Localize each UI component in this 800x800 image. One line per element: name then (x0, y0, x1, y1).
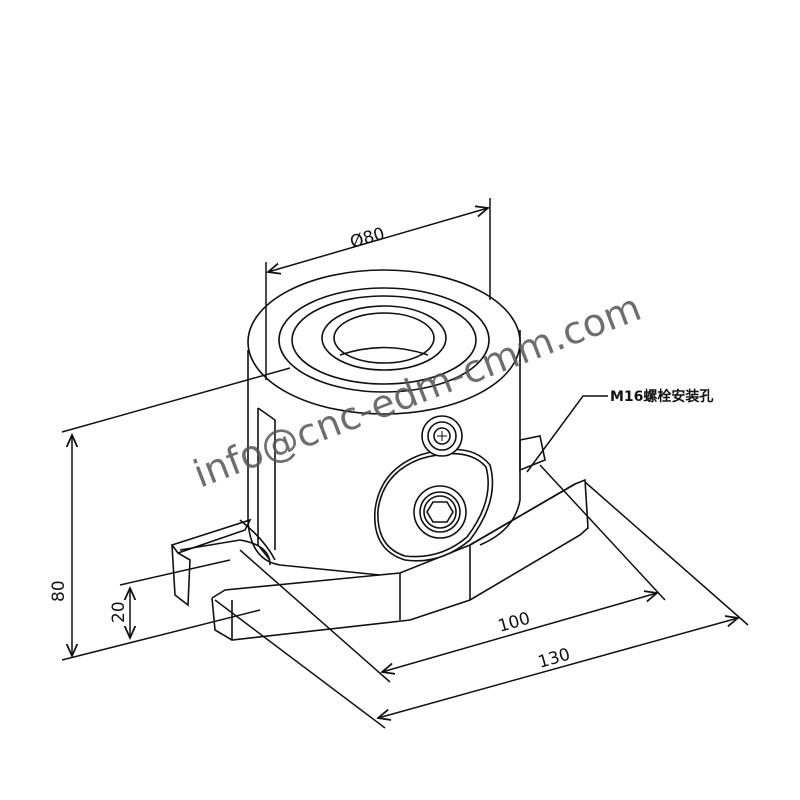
mount-hole-callout: M16螺栓安装孔 (610, 388, 713, 405)
base-height-label: 20 (109, 601, 129, 623)
height-total-label: 80 (49, 580, 69, 602)
part-body (170, 269, 589, 641)
mount-spacing-label: 100 (496, 609, 533, 637)
diameter-label: Ø80 (348, 224, 387, 253)
base-length-label: 130 (536, 645, 573, 673)
dimension-lines (61, 198, 749, 729)
